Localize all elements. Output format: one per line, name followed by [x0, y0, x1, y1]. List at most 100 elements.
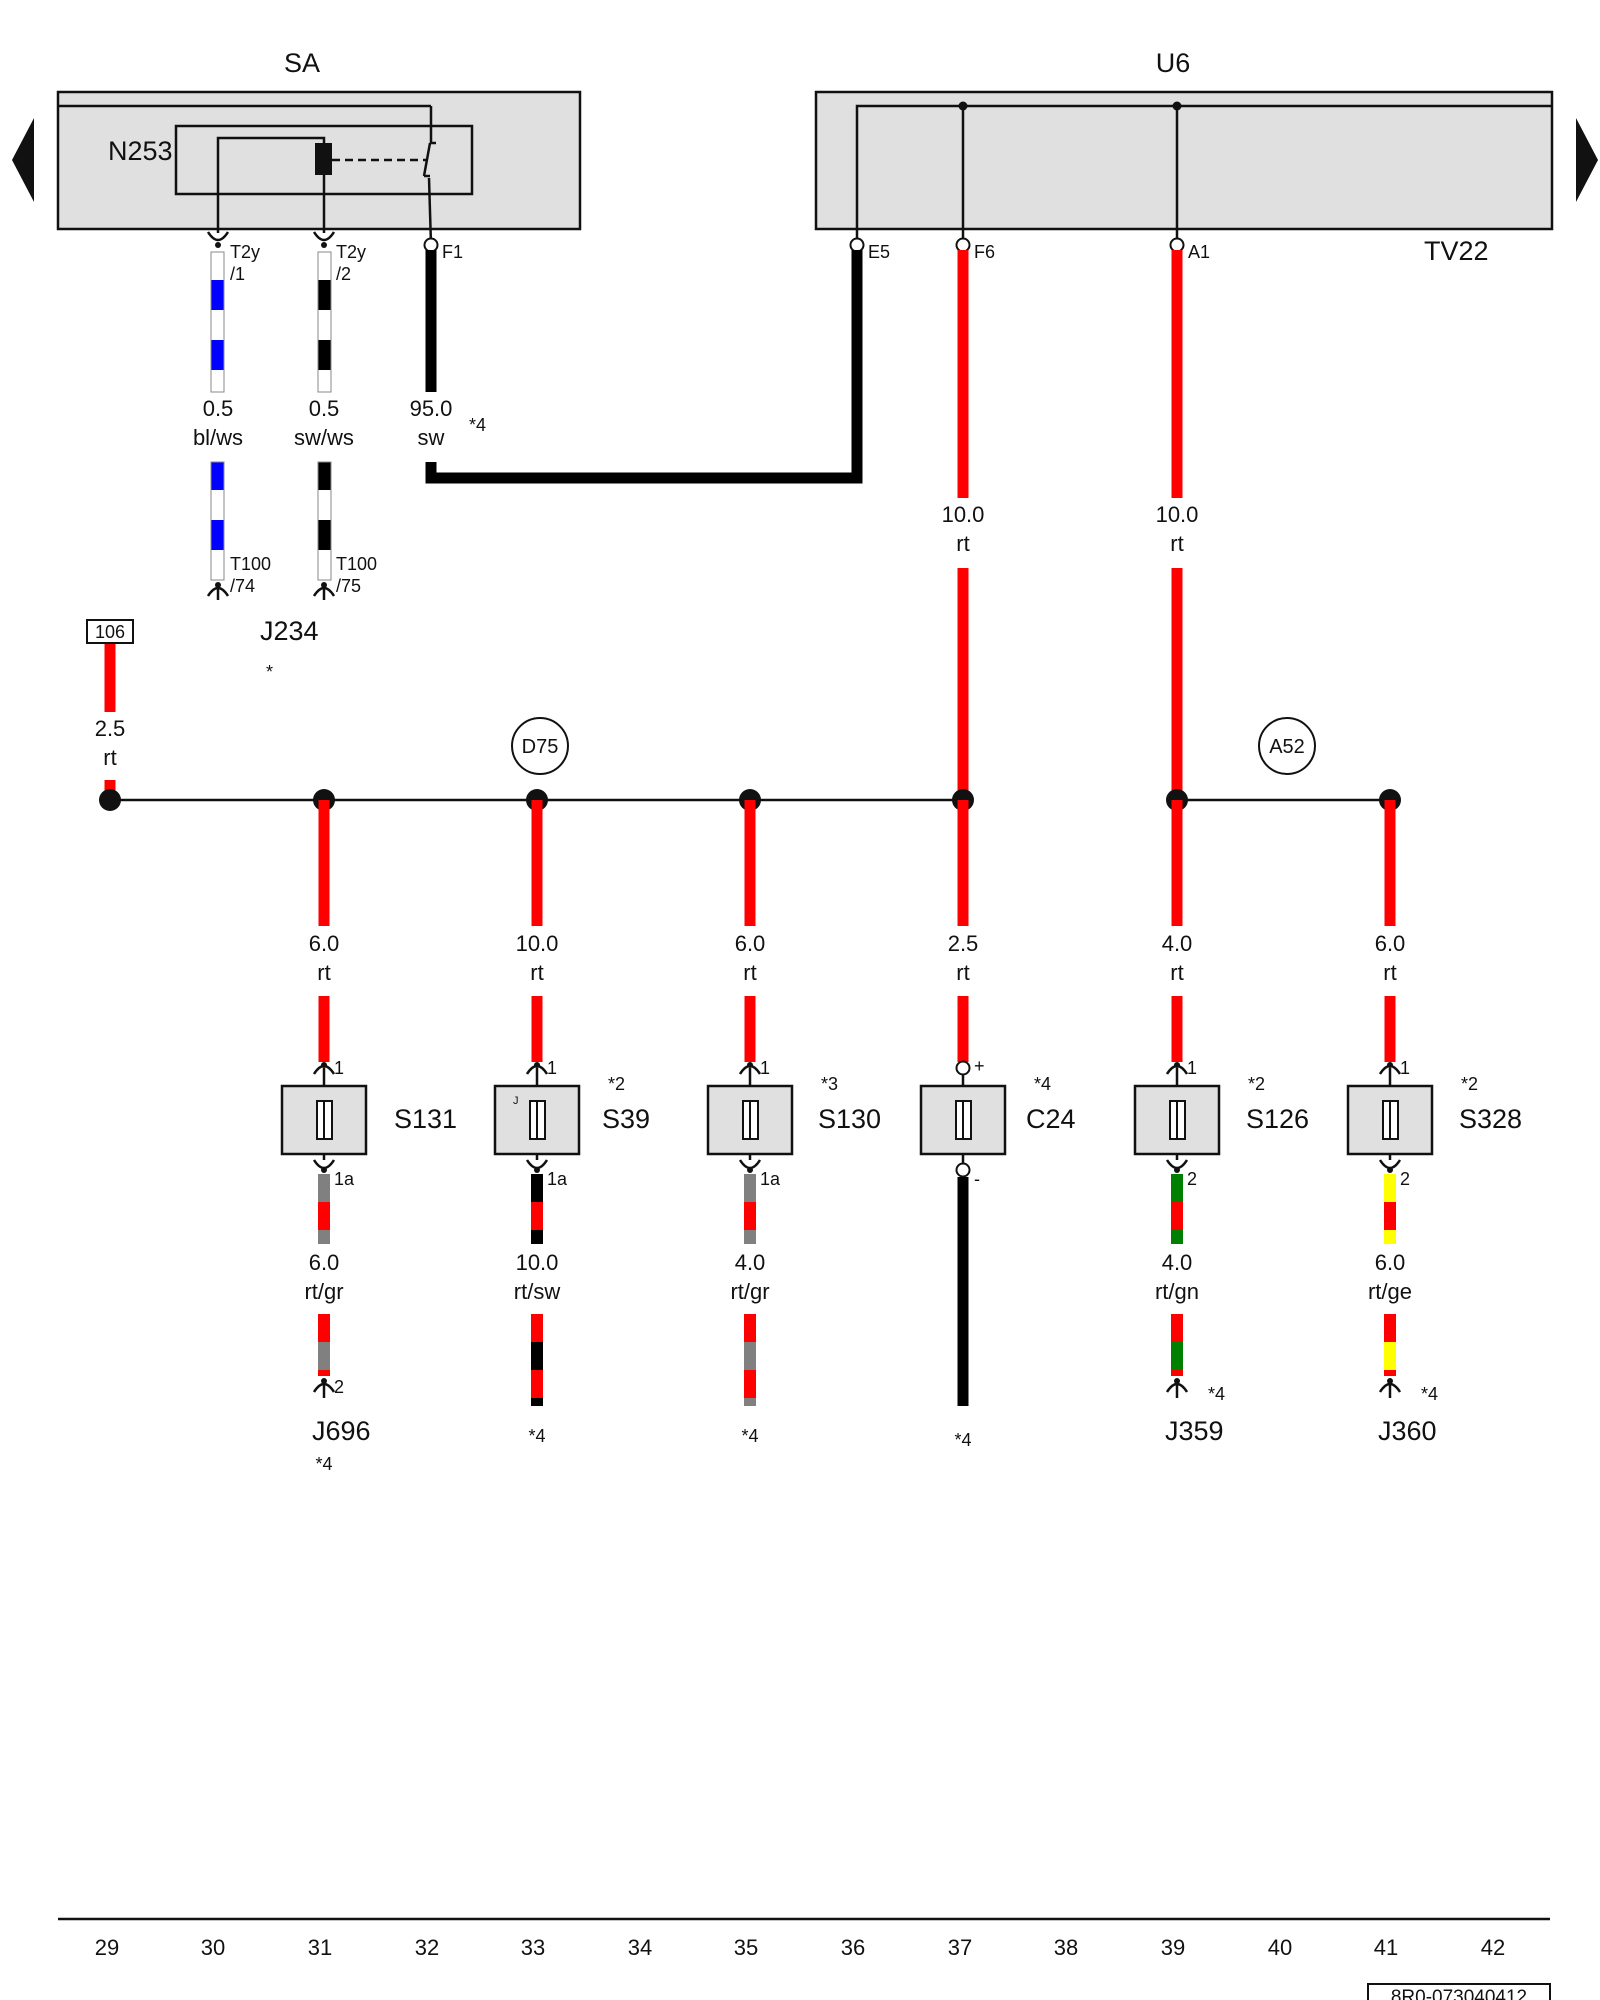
- fuse-note: *2: [1461, 1074, 1478, 1094]
- node-a52-label: A52: [1269, 736, 1305, 758]
- dest-j696-note: *4: [315, 1454, 332, 1474]
- fuse-pin-out: 2: [1400, 1169, 1410, 1189]
- wire-color-label: rt: [743, 960, 756, 985]
- column-number: 33: [521, 1935, 545, 1960]
- wire-95-sw: [425, 250, 863, 484]
- wire-out-rt-ge-lower: [1384, 1314, 1396, 1376]
- wire-sw-ws-lower: [317, 461, 332, 581]
- fuse-pin-in: 1: [334, 1058, 344, 1078]
- c24-note: *4: [1034, 1074, 1051, 1094]
- connector-out-icon: [1378, 1159, 1402, 1170]
- pin-t2y-1-sublabel: /1: [230, 264, 245, 284]
- wire-size-label: 10.0: [516, 1250, 559, 1275]
- wire-bl-ws-upper: [210, 251, 225, 393]
- dest-j360-note: *4: [1421, 1384, 1438, 1404]
- next-page-arrow-icon[interactable]: [1576, 118, 1598, 202]
- fuse-note: *2: [608, 1074, 625, 1094]
- wire-size-label: 2.5: [95, 716, 126, 741]
- dest-j359-label: J359: [1165, 1416, 1224, 1446]
- wire-color-label: rt/ge: [1368, 1279, 1412, 1304]
- wire-size-label: 6.0: [1375, 931, 1406, 956]
- wire-out-rt-sw-lower: [531, 1314, 543, 1406]
- fuse-pin-out: 2: [1187, 1169, 1197, 1189]
- u6-box: [814, 90, 1554, 231]
- u6-junction-dot: [958, 101, 968, 111]
- connector-t2y-2-icon: [312, 231, 336, 242]
- wire-size-label: 4.0: [1162, 931, 1193, 956]
- terminal-f1-icon: [423, 237, 439, 253]
- fuse-note: *3: [821, 1074, 838, 1094]
- connector-pin-dot: [215, 242, 221, 248]
- pin-f1-label: F1: [442, 242, 463, 262]
- wire-sw-ws-upper: [317, 251, 332, 393]
- ref-106-label: 106: [95, 622, 125, 642]
- wire-bl-ws-lower: [210, 461, 225, 581]
- n253-label: N253: [108, 136, 173, 166]
- dest-j696-label: J696: [312, 1416, 371, 1446]
- wire-color-label: bl/ws: [193, 425, 243, 450]
- j234-note: *: [266, 662, 273, 682]
- c24-pin-out: -: [974, 1169, 980, 1189]
- ref-106-box: [86, 619, 134, 644]
- wire-color-label: rt: [530, 960, 543, 985]
- sa-label: SA: [284, 48, 320, 78]
- dest-j360-label: J360: [1378, 1416, 1437, 1446]
- column-number: 30: [201, 1935, 225, 1960]
- wire-color-label: rt/gr: [304, 1279, 343, 1304]
- wire-size-label: 10.0: [516, 931, 559, 956]
- n253-switch-wiring: [427, 106, 433, 246]
- wire-color-label: sw/ws: [294, 425, 354, 450]
- fuse-housing: [280, 1084, 368, 1156]
- fuse-column-s126: 4.0 rt 1 2 *2 S126 4.0 rt/gn *4 J359: [1133, 800, 1309, 1446]
- terminal-minus-icon: [955, 1162, 971, 1178]
- fuse-pin-out: 1a: [547, 1169, 568, 1189]
- terminal-a1-icon: [1169, 237, 1185, 253]
- connector-out-icon: [525, 1159, 549, 1170]
- fuse-mark: J: [513, 1095, 519, 1107]
- connector-pin-dot: [321, 1062, 327, 1068]
- wire-size-label: 6.0: [309, 931, 340, 956]
- column-number: 41: [1374, 1935, 1398, 1960]
- terminal-plus-icon: [955, 1060, 971, 1076]
- pin-t2y-1-label: T2y: [230, 242, 260, 262]
- doc-number: 8R0-073040412: [1391, 1987, 1527, 2000]
- wire-color-label: rt/gn: [1155, 1279, 1199, 1304]
- connector-pin-dot: [1387, 1062, 1393, 1068]
- wire-color-label: rt/gr: [730, 1279, 769, 1304]
- connector-pin-dot: [1174, 1167, 1180, 1173]
- column-number: 38: [1054, 1935, 1078, 1960]
- j696-pin: 2: [334, 1377, 344, 1397]
- wire-size-label: 95.0: [410, 396, 453, 421]
- wire-size-label: 0.5: [309, 396, 340, 421]
- dest-note: *4: [954, 1430, 971, 1450]
- wire-out-rt-gr-lower: [318, 1314, 330, 1376]
- pin-t2y-2-label: T2y: [336, 242, 366, 262]
- wire-out-rt-gr: [744, 1174, 756, 1244]
- wire-color-label: rt: [1383, 960, 1396, 985]
- fuse-pin-in: 1: [1187, 1058, 1197, 1078]
- j234-label: J234: [260, 616, 319, 646]
- column-numbers: 29 30 31 32 33 34 35 36 37 38 39 40 41 4…: [95, 1935, 1505, 1960]
- fuse-name-s328: S328: [1459, 1104, 1522, 1134]
- u6-junction-dot: [1172, 101, 1182, 111]
- wire-size-label: 4.0: [1162, 1250, 1193, 1275]
- wire-size-label: 10.0: [942, 502, 985, 527]
- node-a52-icon: [1258, 717, 1316, 775]
- c24-pin-in: +: [974, 1056, 985, 1076]
- c24-label: C24: [1026, 1104, 1076, 1134]
- column-number: 42: [1481, 1935, 1505, 1960]
- fuse-column-s39: 10.0 rt 1 J 1a *2 S39 10.0 rt/sw *4: [493, 800, 650, 1446]
- connector-out-icon: [738, 1159, 762, 1170]
- dest-note: *4: [741, 1426, 758, 1446]
- fuse-column-s130: 6.0 rt 1 1a *3 S130 4.0 rt/gr *4: [706, 800, 881, 1446]
- connector-out-icon: [312, 1159, 336, 1170]
- fuse-column-s131: 6.0 rt 1 1a S131 6.0 rt/gr 2 J696 *4: [280, 800, 457, 1474]
- capacitor-column-c24: 2.5 rt + - *4 C24 *4: [919, 800, 1076, 1450]
- pin-f6-label: F6: [974, 242, 995, 262]
- fuse-pin-in: 1: [1400, 1058, 1410, 1078]
- wire-size-label: 6.0: [735, 931, 766, 956]
- pin-t100-74-label: T100: [230, 554, 271, 574]
- node-d75-label: D75: [522, 736, 559, 758]
- wire-out-rt-sw: [531, 1174, 543, 1244]
- prev-page-arrow-icon[interactable]: [12, 118, 34, 202]
